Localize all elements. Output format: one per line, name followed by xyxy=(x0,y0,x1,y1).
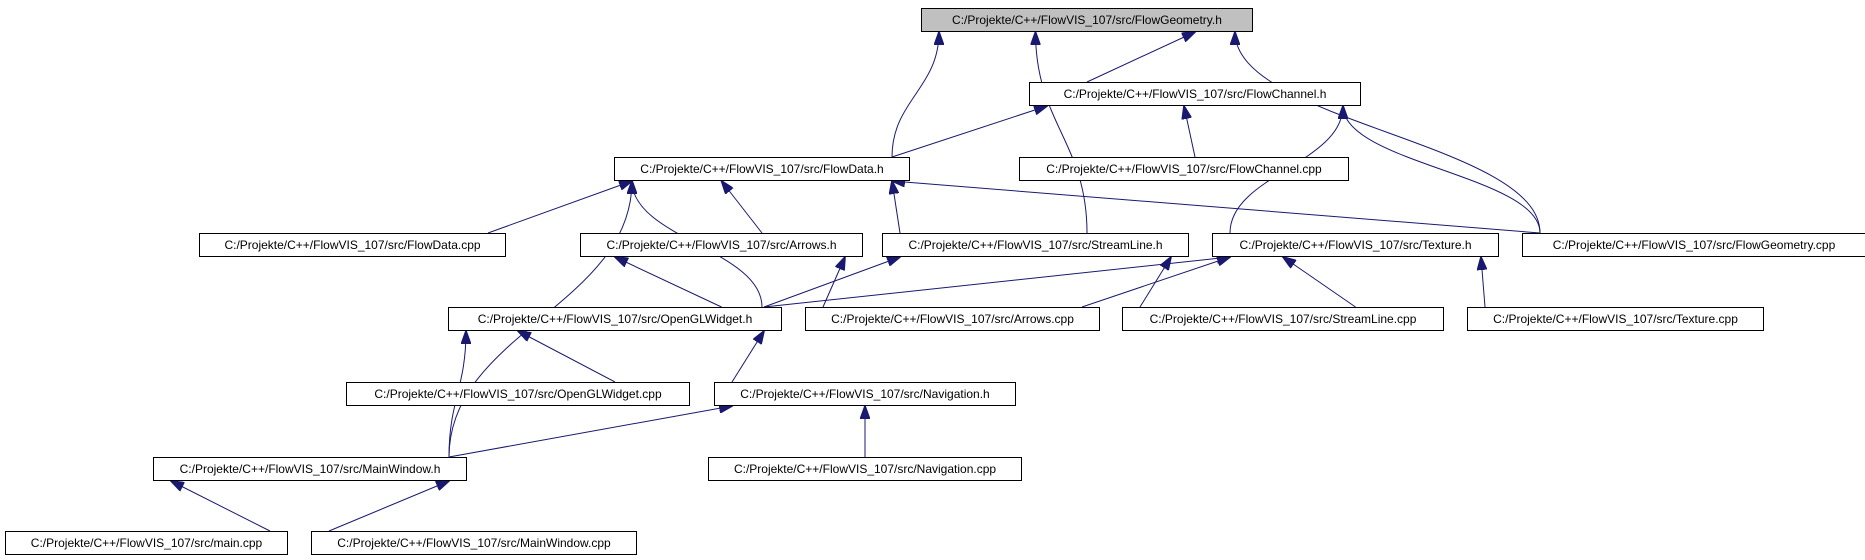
edge-flowgeometry_cpp-to-flowdata_h xyxy=(892,181,1541,234)
node-streamline-cpp[interactable]: C:/Projekte/C++/FlowVIS_107/src/StreamLi… xyxy=(1122,307,1444,331)
edge-streamline_cpp-to-texture_h xyxy=(1283,257,1356,308)
edge-flowgeometry_cpp-to-flowgeometry_h xyxy=(1235,32,1541,234)
edge-texture_cpp-to-texture_h xyxy=(1481,257,1485,308)
edge-openglwidget_h-to-texture_h xyxy=(763,257,1230,308)
edge-flowgeometry_cpp-to-flowchannel_h xyxy=(1343,106,1541,234)
node-streamline-h[interactable]: C:/Projekte/C++/FlowVIS_107/src/StreamLi… xyxy=(882,233,1189,257)
node-flowdata-cpp[interactable]: C:/Projekte/C++/FlowVIS_107/src/FlowData… xyxy=(199,233,506,257)
node-flowchannel-cpp[interactable]: C:/Projekte/C++/FlowVIS_107/src/FlowChan… xyxy=(1019,157,1349,181)
edge-openglwidget_cpp-to-openglwidget_h xyxy=(518,331,616,383)
node-texture-cpp[interactable]: C:/Projekte/C++/FlowVIS_107/src/Texture.… xyxy=(1467,307,1764,331)
node-arrows-cpp[interactable]: C:/Projekte/C++/FlowVIS_107/src/Arrows.c… xyxy=(805,307,1100,331)
node-navigation-h[interactable]: C:/Projekte/C++/FlowVIS_107/src/Navigati… xyxy=(714,382,1016,406)
node-main-cpp[interactable]: C:/Projekte/C++/FlowVIS_107/src/main.cpp xyxy=(5,531,288,555)
edge-navigation_h-to-openglwidget_h xyxy=(731,331,764,383)
node-openglwidget-h[interactable]: C:/Projekte/C++/FlowVIS_107/src/OpenGLWi… xyxy=(448,307,782,331)
edge-flowchannel_h-to-flowgeometry_h xyxy=(1086,32,1195,83)
edge-arrows_cpp-to-arrows_h xyxy=(822,257,845,308)
node-flowgeometry-h[interactable]: C:/Projekte/C++/FlowVIS_107/src/FlowGeom… xyxy=(921,8,1253,32)
edge-flowdata_h-to-flowchannel_h xyxy=(891,106,1047,158)
edge-flowdata_h-to-flowgeometry_h xyxy=(891,32,939,158)
edge-arrows_cpp-to-texture_h xyxy=(1081,257,1230,308)
node-texture-h[interactable]: C:/Projekte/C++/FlowVIS_107/src/Texture.… xyxy=(1212,233,1499,257)
edge-mainwindow_cpp-to-mainwindow_h xyxy=(328,481,449,532)
edge-streamline_h-to-flowgeometry_h xyxy=(1036,32,1088,234)
node-navigation-cpp[interactable]: C:/Projekte/C++/FlowVIS_107/src/Navigati… xyxy=(708,457,1022,481)
node-flowchannel-h[interactable]: C:/Projekte/C++/FlowVIS_107/src/FlowChan… xyxy=(1029,82,1361,106)
edge-flowdata_cpp-to-flowdata_h xyxy=(487,181,632,234)
node-arrows-h[interactable]: C:/Projekte/C++/FlowVIS_107/src/Arrows.h xyxy=(580,233,863,257)
node-flowdata-h[interactable]: C:/Projekte/C++/FlowVIS_107/src/FlowData… xyxy=(614,157,910,181)
node-mainwindow-cpp[interactable]: C:/Projekte/C++/FlowVIS_107/src/MainWind… xyxy=(311,531,637,555)
node-mainwindow-h[interactable]: C:/Projekte/C++/FlowVIS_107/src/MainWind… xyxy=(153,457,467,481)
node-openglwidget-cpp[interactable]: C:/Projekte/C++/FlowVIS_107/src/OpenGLWi… xyxy=(346,382,690,406)
edge-openglwidget_h-to-streamline_h xyxy=(763,257,900,308)
edge-flowchannel_cpp-to-flowchannel_h xyxy=(1184,106,1196,158)
edge-mainwindow_h-to-navigation_h xyxy=(448,406,732,458)
edge-openglwidget_h-to-arrows_h xyxy=(615,257,722,308)
node-flowgeometry-cpp[interactable]: C:/Projekte/C++/FlowVIS_107/src/FlowGeom… xyxy=(1522,233,1865,257)
edge-main_cpp-to-mainwindow_h xyxy=(171,481,271,532)
edge-streamline_h-to-flowdata_h xyxy=(892,181,901,234)
edge-arrows_h-to-flowdata_h xyxy=(722,181,763,234)
